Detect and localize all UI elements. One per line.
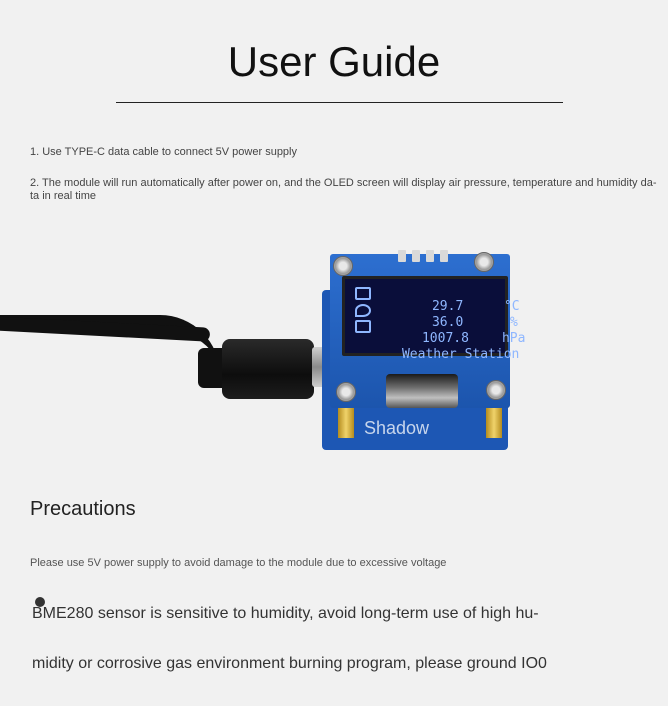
header-pin — [426, 250, 434, 262]
screw-icon — [336, 382, 356, 402]
temperature-value: 29.7 — [431, 299, 464, 314]
flex-cable — [386, 374, 458, 408]
step-2: 2. The module will run automatically aft… — [30, 177, 657, 202]
precaution-line-2: midity or corrosive gas environment burn… — [32, 655, 547, 672]
thermometer-icon — [355, 287, 371, 300]
step-1: 1. Use TYPE-C data cable to connect 5V p… — [30, 146, 297, 158]
precautions-heading: Precautions — [30, 498, 136, 520]
page-title: User Guide — [227, 38, 441, 85]
silkscreen-label: Shadow — [364, 418, 430, 438]
usb-c-plug — [222, 339, 314, 399]
temperature-unit: °C — [503, 299, 520, 314]
oled-screen: 29.7 °C 36.0 % 1007.8 hPa Weather Statio… — [342, 276, 525, 362]
barometer-icon — [355, 320, 371, 333]
precaution-line-1: BME280 sensor is sensitive to humidity, … — [32, 605, 539, 622]
screw-icon — [333, 256, 353, 276]
header-leg — [338, 408, 354, 438]
screw-icon — [486, 380, 506, 400]
header-pin — [398, 250, 406, 262]
humidity-unit: % — [509, 315, 518, 330]
header-leg — [486, 408, 502, 438]
bullet-icon — [35, 597, 45, 607]
screw-icon — [474, 252, 494, 272]
header-pin — [440, 250, 448, 262]
power-note: Please use 5V power supply to avoid dama… — [30, 557, 447, 569]
pressure-value: 1007.8 — [421, 331, 469, 346]
oled-footer: Weather Station — [401, 347, 520, 362]
title-underline — [116, 102, 563, 103]
humidity-icon — [355, 304, 371, 317]
header-pin — [412, 250, 420, 262]
pressure-unit: hPa — [501, 331, 526, 346]
humidity-value: 36.0 — [431, 315, 464, 330]
